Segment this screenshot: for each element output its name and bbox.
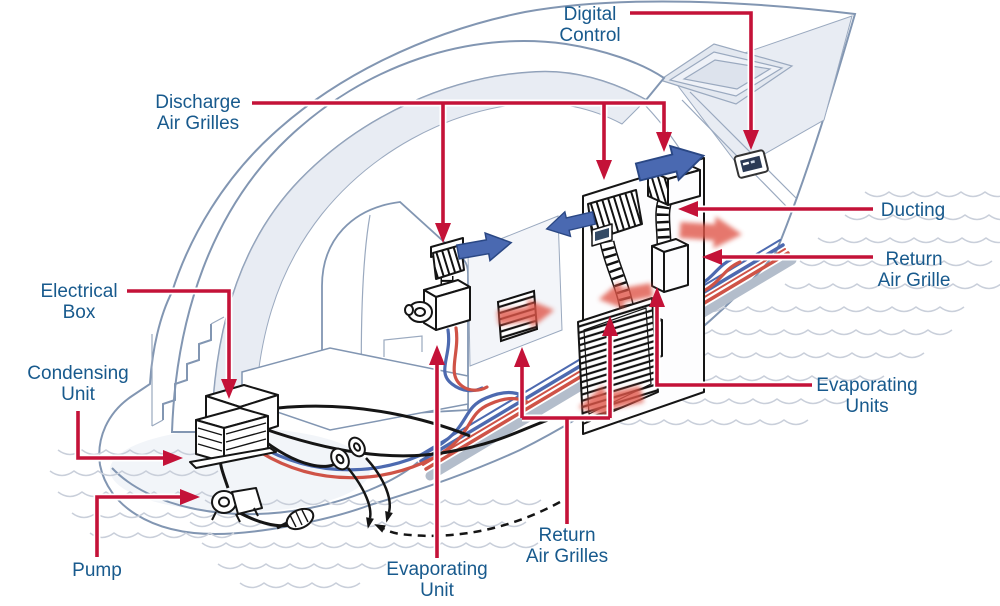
wiring	[261, 418, 549, 458]
leader-digital-control	[630, 11, 759, 150]
swim-platform	[110, 428, 370, 512]
discharge-flow-arrow	[347, 467, 374, 529]
discharge-grille-head	[432, 244, 465, 280]
callout-leaders	[74, 9, 873, 558]
label-line: Unit	[61, 384, 95, 405]
condensing-unit-figure	[189, 407, 277, 469]
label-evaporating-units: Evaporating Units	[816, 375, 917, 417]
digital-thermostat	[591, 223, 613, 247]
label-ducting: Ducting	[881, 200, 945, 221]
label-line: Units	[845, 396, 889, 417]
through-hull-fittings	[330, 436, 366, 471]
label-line: Digital	[563, 4, 617, 25]
label-line: Ducting	[880, 200, 946, 221]
label-line: Control	[559, 25, 621, 46]
label-evaporating-unit: Evaporating Unit	[386, 559, 487, 601]
label-condensing-unit: Condensing Unit	[27, 363, 128, 405]
label-line: Return	[885, 249, 943, 270]
stern-stairs	[151, 316, 225, 427]
intake-flow-dashed-arrow	[374, 500, 561, 538]
leader-pump	[95, 489, 200, 557]
label-line: Discharge	[155, 92, 241, 113]
label-discharge-air-grilles: Discharge Air Grilles	[155, 92, 241, 134]
label-line: Box	[62, 302, 96, 323]
seawater-strainer	[276, 507, 315, 531]
pump-figure	[211, 487, 263, 523]
leader-discharge-air-grilles	[252, 101, 672, 152]
leader-return-air-grilles-bracket	[522, 416, 610, 524]
label-line: Air Grilles	[525, 546, 609, 567]
label-digital-control: Digital Control	[559, 4, 620, 46]
label-line: Condensing	[27, 363, 129, 384]
leader-evaporating-units	[649, 287, 812, 387]
label-line: Evaporating	[816, 375, 918, 396]
label-return-air-grilles: Return Air Grilles	[526, 525, 608, 567]
label-line: Unit	[420, 580, 454, 601]
label-line: Return	[538, 525, 596, 546]
label-electrical-box: Electrical Box	[40, 281, 117, 323]
label-line: Air Grille	[877, 270, 951, 291]
label-line: Evaporating	[386, 559, 488, 580]
label-line: Pump	[72, 560, 122, 581]
label-line: Air Grilles	[156, 113, 240, 134]
label-line: Electrical	[40, 281, 118, 302]
evaporating-units-assembly	[577, 157, 705, 435]
evaporating-unit-figure	[404, 237, 471, 331]
machinery	[189, 384, 561, 538]
label-return-air-grille: Return Air Grille	[878, 249, 951, 291]
digital-control-panel	[733, 149, 769, 179]
label-pump: Pump	[72, 560, 122, 581]
leader-electrical-box	[127, 289, 237, 399]
leader-condensing-unit	[76, 411, 183, 466]
